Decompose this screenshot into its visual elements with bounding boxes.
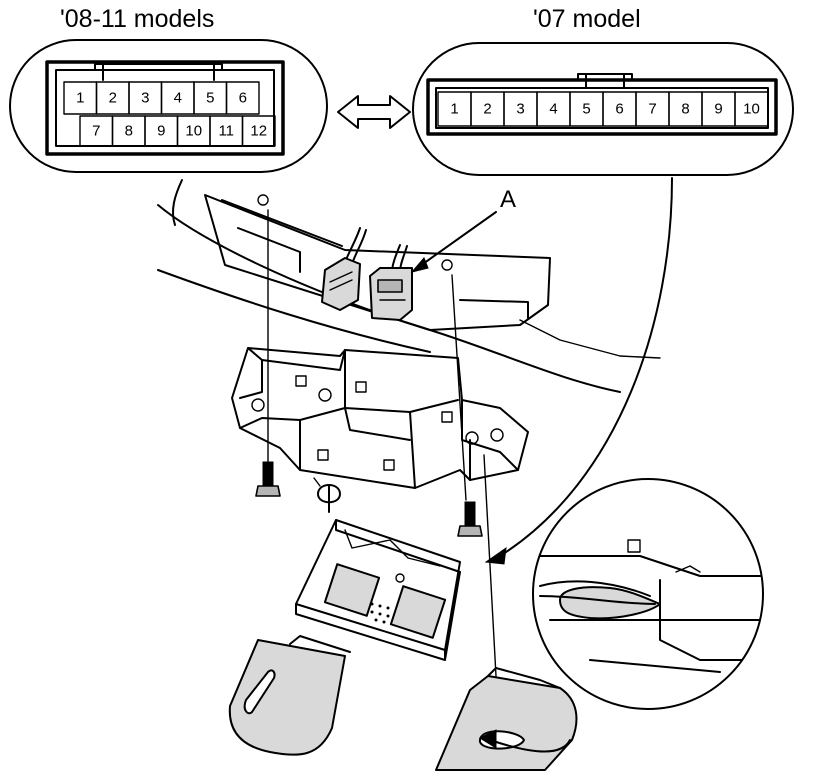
pin-number: 11 <box>218 123 234 140</box>
pin-number: 8 <box>125 123 133 140</box>
left-connector-bubble <box>9 39 328 173</box>
alignment-lines <box>267 209 497 677</box>
pin-number: 12 <box>250 123 267 140</box>
pin-number: 7 <box>92 123 100 140</box>
map-light-housing <box>231 347 529 489</box>
clip-icon <box>313 477 341 513</box>
pin-number: 4 <box>549 101 557 118</box>
map-light-assembly <box>295 519 461 661</box>
pin-number: 2 <box>483 101 491 118</box>
left-connector-row1: 1 2 3 4 5 6 <box>63 81 260 115</box>
harness-connector-left <box>321 227 367 311</box>
roof-headliner <box>157 179 661 393</box>
pin-number: 2 <box>109 90 117 107</box>
callout-arrowhead-icon <box>410 257 429 273</box>
right-connector-title: '07 model <box>533 5 641 33</box>
harness-connector-a <box>369 244 413 321</box>
pin-number: 3 <box>516 101 524 118</box>
pin-number: 3 <box>141 90 149 107</box>
pin-number: 5 <box>206 90 214 107</box>
pointer-arrow-line <box>499 177 673 557</box>
pin-number: 10 <box>185 123 202 140</box>
rotation-arrow-icon <box>478 729 497 749</box>
pin-number: 4 <box>174 90 182 107</box>
pin-number: 5 <box>582 101 590 118</box>
pin-cell <box>225 81 260 115</box>
pin-cell <box>734 91 769 127</box>
pin-number: 8 <box>681 101 689 118</box>
rotation-arrow-line <box>489 739 571 753</box>
left-connector-row2: 7 8 9 10 11 12 <box>79 115 276 147</box>
pointer-arrow-icon <box>484 546 507 565</box>
lens-cover-right <box>435 667 578 771</box>
bolt-left-icon <box>255 461 281 497</box>
pin-number: 9 <box>714 101 722 118</box>
bolt-right-icon <box>457 501 483 537</box>
pin-number: 1 <box>450 101 458 118</box>
pin-cell <box>241 115 276 147</box>
detail-circle <box>532 478 764 710</box>
pin-number: 6 <box>239 90 247 107</box>
pin-number: 7 <box>648 101 656 118</box>
callout-label-a: A <box>500 186 516 213</box>
double-arrow-icon <box>337 95 411 129</box>
lens-cover-left <box>228 635 351 756</box>
pin-number: 6 <box>615 101 623 118</box>
pin-number: 9 <box>157 123 165 140</box>
right-connector-row1: 1 2 3 4 5 6 7 8 9 10 <box>437 91 769 127</box>
callout-leader-line <box>419 211 497 267</box>
pin-number: 1 <box>76 90 84 107</box>
pin-number: 10 <box>743 101 760 118</box>
left-connector-title: '08-11 models <box>60 5 214 33</box>
